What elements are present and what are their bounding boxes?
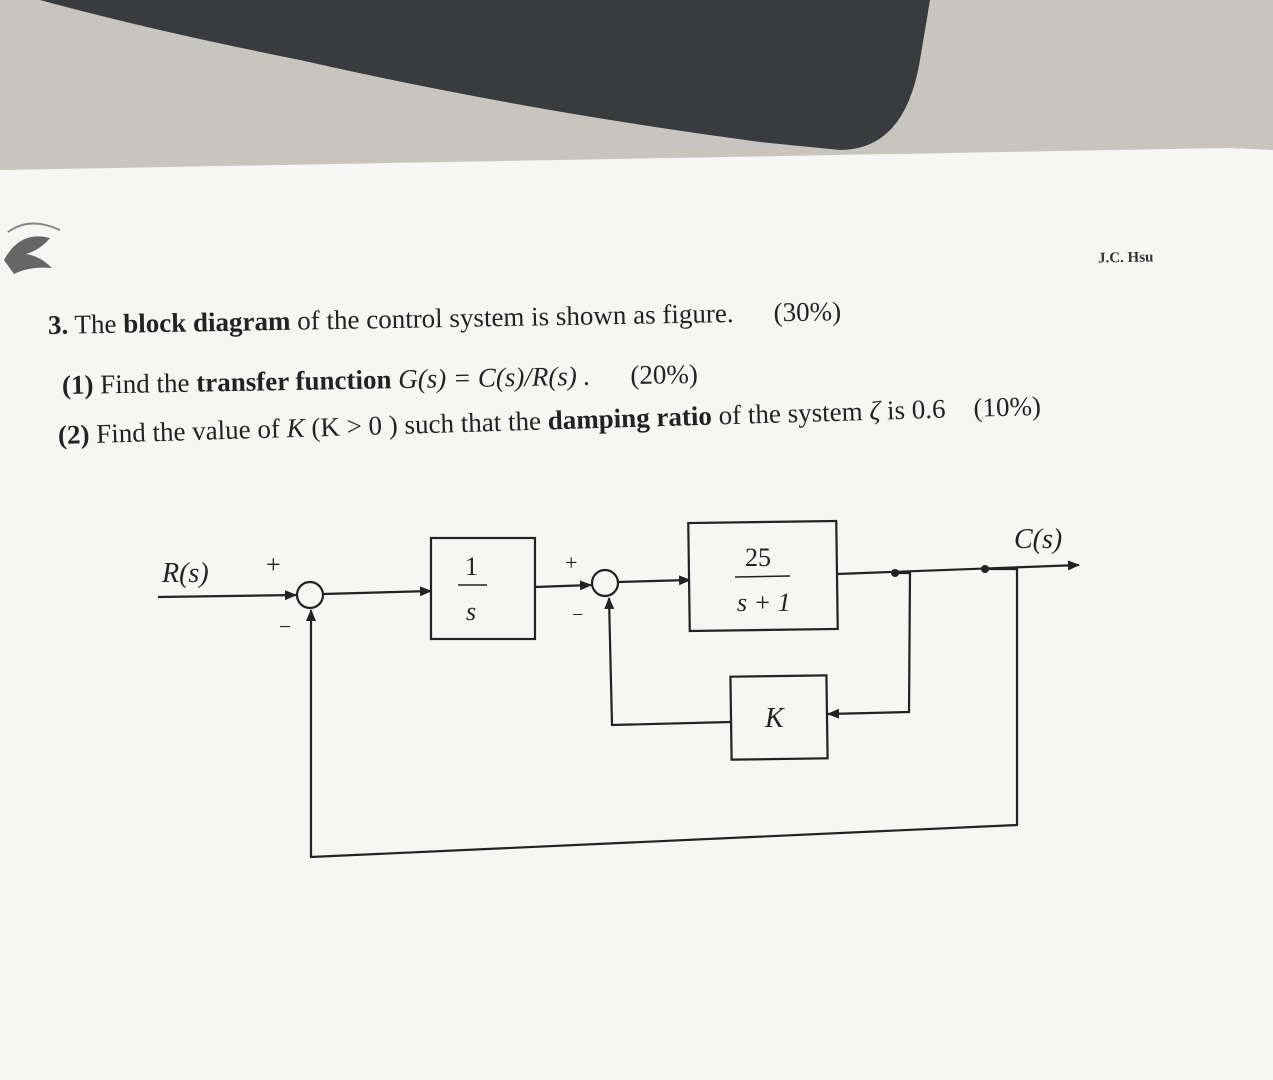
sum2-minus-sign: − xyxy=(572,604,583,626)
plant-numerator: 25 xyxy=(745,543,771,572)
output-label: C(s) xyxy=(1014,524,1062,555)
takeoff-point-inner xyxy=(891,569,899,577)
sum1-to-integrator-line xyxy=(322,586,432,597)
output-signal-line xyxy=(836,560,1080,576)
plant-fraction-bar xyxy=(734,575,791,578)
outer-feedback-path xyxy=(306,567,1019,859)
integrator-numerator: 1 xyxy=(465,552,478,581)
integrator-denominator: s xyxy=(466,597,476,626)
sum2-to-plant-line xyxy=(617,575,691,586)
dark-object xyxy=(40,0,930,150)
inner-feedback-path xyxy=(827,571,912,719)
sum1-minus-sign: − xyxy=(279,614,291,639)
feedback-block xyxy=(729,674,829,761)
input-signal-line xyxy=(157,590,297,601)
integrator-block xyxy=(429,536,537,641)
takeoff-point-outer xyxy=(981,565,989,573)
inner-feedback-return xyxy=(604,597,732,727)
summing-junction-2 xyxy=(590,568,620,598)
input-label: R(s) xyxy=(161,558,209,589)
sum1-plus-sign: + xyxy=(266,550,281,579)
integrator-to-sum2-line xyxy=(534,580,592,591)
paper-sheet xyxy=(0,148,1273,1080)
university-logo xyxy=(4,222,61,274)
feedback-gain-label: K xyxy=(764,703,785,734)
sum2-plus-sign: + xyxy=(565,550,577,575)
summing-junction-1 xyxy=(295,580,325,610)
plant-denominator: s + 1 xyxy=(737,588,791,617)
